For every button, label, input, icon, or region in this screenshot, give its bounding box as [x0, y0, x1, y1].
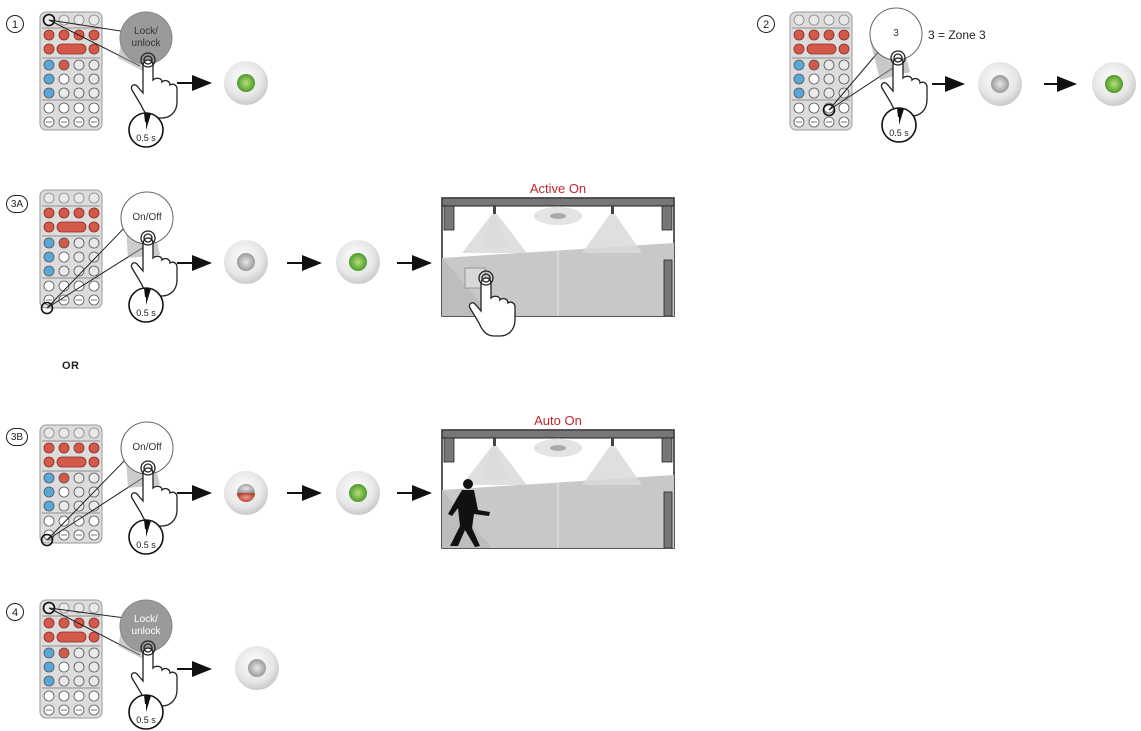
step2-badge: 2 — [757, 15, 775, 33]
step3a-timer-label: 0.5 s — [126, 308, 166, 318]
step3a-scene-title: Active On — [442, 181, 674, 196]
step3b-room-scene — [442, 430, 674, 548]
step3a-sensor-grey — [224, 240, 268, 284]
step2-bubble-label: 3 — [876, 28, 916, 40]
step3b-bubble-label: On/Off — [125, 442, 169, 454]
step1-bubble-label: Lock/ unlock — [124, 26, 168, 50]
step4-badge: 4 — [6, 603, 24, 621]
step3a-sensor-green — [336, 240, 380, 284]
step3b-badge: 3B — [6, 428, 28, 446]
step3b-sensor-green — [336, 471, 380, 515]
step2-zone-note: 3 = Zone 3 — [928, 28, 986, 42]
step4-timer-label: 0.5 s — [126, 715, 166, 725]
step4-sensor-grey — [235, 646, 279, 690]
step2-timer-label: 0.5 s — [879, 128, 919, 138]
step2-sensor-grey — [978, 62, 1022, 106]
step1-badge: 1 — [6, 15, 24, 33]
step4-bubble-label: Lock/ unlock — [124, 614, 168, 638]
or-label: OR — [62, 360, 80, 372]
step3a-room-scene — [442, 198, 674, 316]
step2-sensor-green — [1092, 62, 1136, 106]
step3b-scene-title: Auto On — [442, 413, 674, 428]
step1-sensor-green — [224, 61, 268, 105]
step3a-badge: 3A — [6, 195, 28, 213]
step3b-timer-label: 0.5 s — [126, 540, 166, 550]
step3b-sensor-red — [224, 471, 268, 515]
step1-timer-label: 0.5 s — [126, 133, 166, 143]
step3a-bubble-label: On/Off — [125, 212, 169, 224]
